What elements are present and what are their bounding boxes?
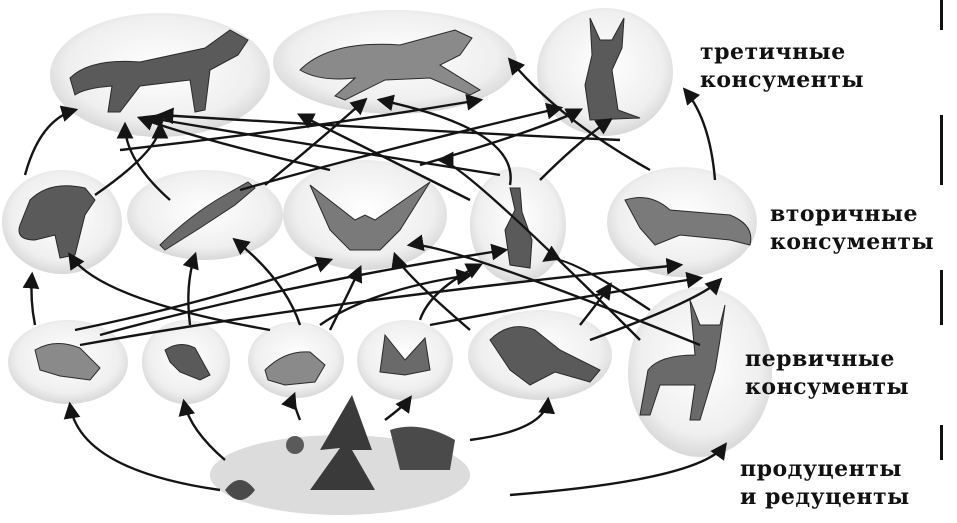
level-label-secondary: вторичные консументы: [770, 200, 934, 256]
producers-area: [210, 395, 470, 515]
producers-line1: продуценты: [740, 455, 910, 483]
separator-2: [940, 115, 943, 185]
mushrooms-icon: [390, 427, 455, 470]
producers-line2: и редуценты: [740, 483, 910, 511]
secondary-line2: консументы: [770, 228, 934, 256]
level-label-tertiary: третичные консументы: [700, 38, 864, 94]
separator-3: [940, 270, 943, 325]
acorn-icon: [286, 436, 304, 454]
level-label-producers: продуценты и редуценты: [740, 455, 910, 511]
primary-line2: консументы: [745, 373, 909, 401]
level-label-primary: первичные консументы: [745, 345, 909, 401]
separator-4: [940, 425, 943, 460]
secondary-line1: вторичные: [770, 200, 934, 228]
tertiary-line2: консументы: [700, 66, 864, 94]
separator-1: [940, 0, 943, 30]
primary-line1: первичные: [745, 345, 909, 373]
tertiary-line1: третичные: [700, 38, 864, 66]
